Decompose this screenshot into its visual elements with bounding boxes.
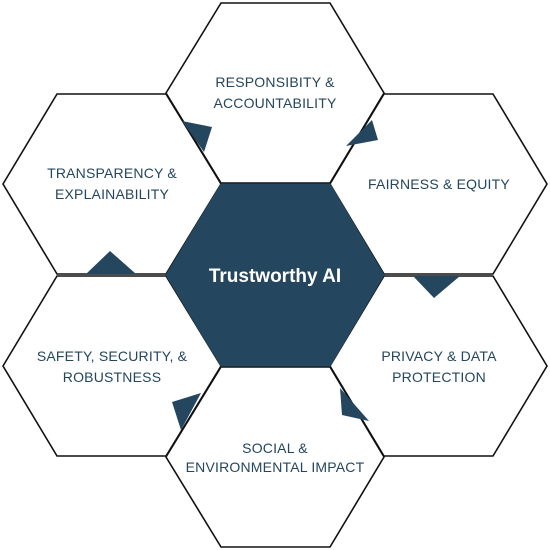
wedge-responsibility <box>182 121 212 152</box>
wedge-social <box>340 388 369 421</box>
wedge-fairness <box>346 120 378 146</box>
hex-social-shape <box>165 366 385 548</box>
wedge-privacy <box>413 276 460 298</box>
transparency-label-line1: TRANSPARENCY & <box>47 165 177 181</box>
wedge-safety <box>172 393 201 430</box>
hex-center: Trustworthy AI <box>165 183 385 367</box>
hex-fairness-shape <box>329 93 548 275</box>
social-label-line2: ENVIRONMENTAL IMPACT <box>186 459 365 475</box>
privacy-label-line1: PRIVACY & DATA <box>381 348 497 364</box>
responsibility-label-line2: ACCOUNTABILITY <box>213 95 337 111</box>
fairness-label-line1: FAIRNESS & EQUITY <box>368 176 510 192</box>
hex-social: SOCIAL & ENVIRONMENTAL IMPACT <box>165 366 385 548</box>
hex-fairness: FAIRNESS & EQUITY <box>329 93 548 275</box>
hex-transparency: TRANSPARENCY & EXPLAINABILITY <box>2 93 222 275</box>
responsibility-label-line1: RESPONSIBITY & <box>215 74 335 90</box>
hex-center-shape <box>165 183 385 367</box>
hex-safety: SAFETY, SECURITY, & ROBUSTNESS <box>2 275 222 457</box>
safety-label-line1: SAFETY, SECURITY, & <box>37 348 188 364</box>
center-title: Trustworthy AI <box>209 266 341 287</box>
wedge-transparency <box>86 251 136 274</box>
transparency-label-line2: EXPLAINABILITY <box>55 186 170 202</box>
privacy-label-line2: PROTECTION <box>392 369 486 385</box>
hex-responsibility: RESPONSIBITY & ACCOUNTABILITY <box>165 2 385 184</box>
safety-label-line2: ROBUSTNESS <box>63 369 161 385</box>
social-label-line1: SOCIAL & <box>242 440 308 456</box>
